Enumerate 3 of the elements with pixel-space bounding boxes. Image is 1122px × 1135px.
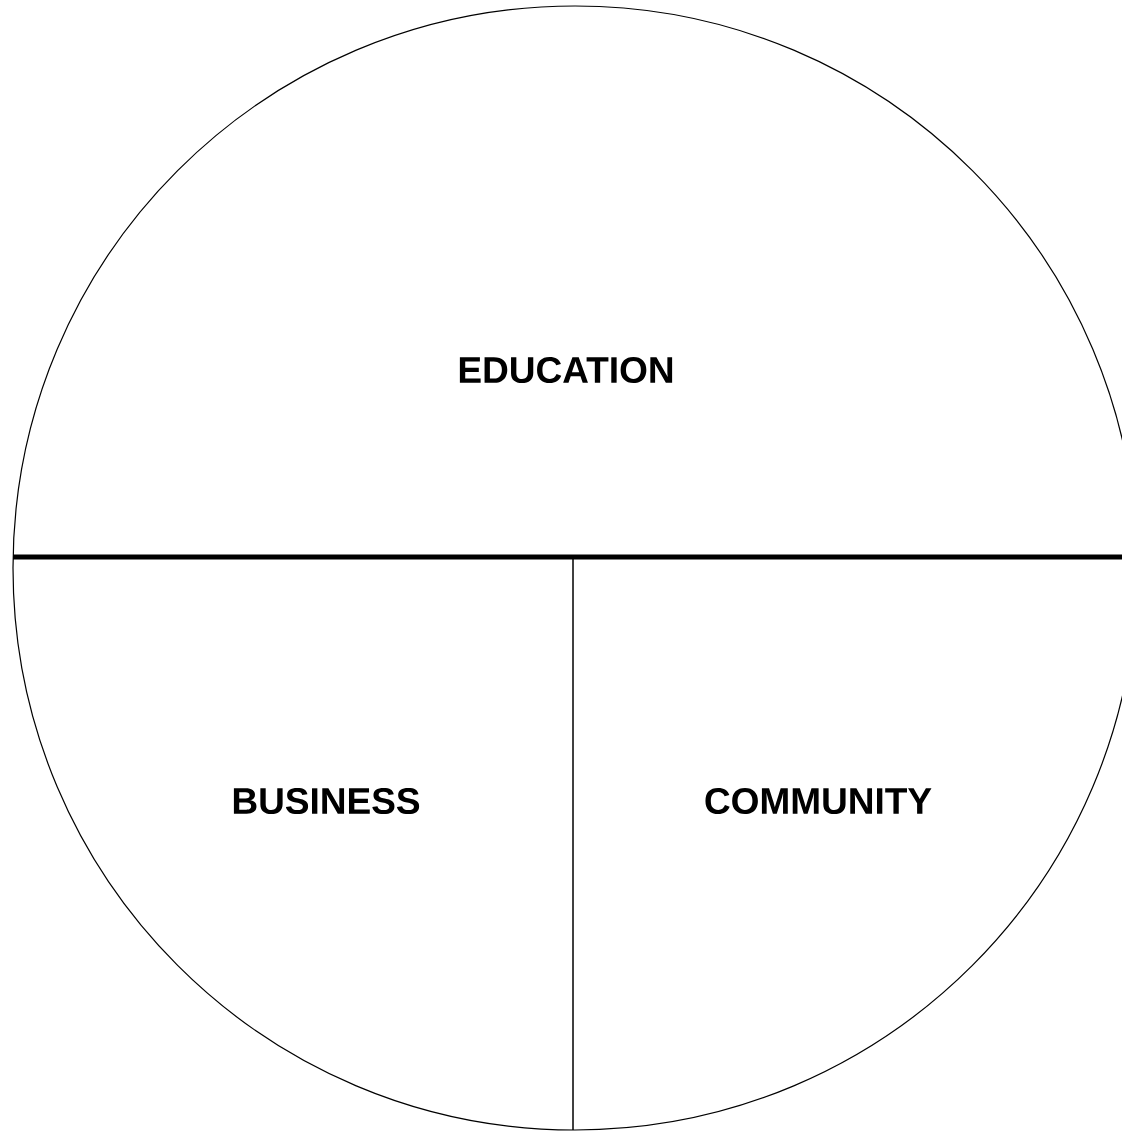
region-label: EDUCATION: [459, 356, 673, 384]
region-label: BUSINESS: [233, 787, 420, 815]
region-label: COMMUNITY: [705, 787, 932, 815]
